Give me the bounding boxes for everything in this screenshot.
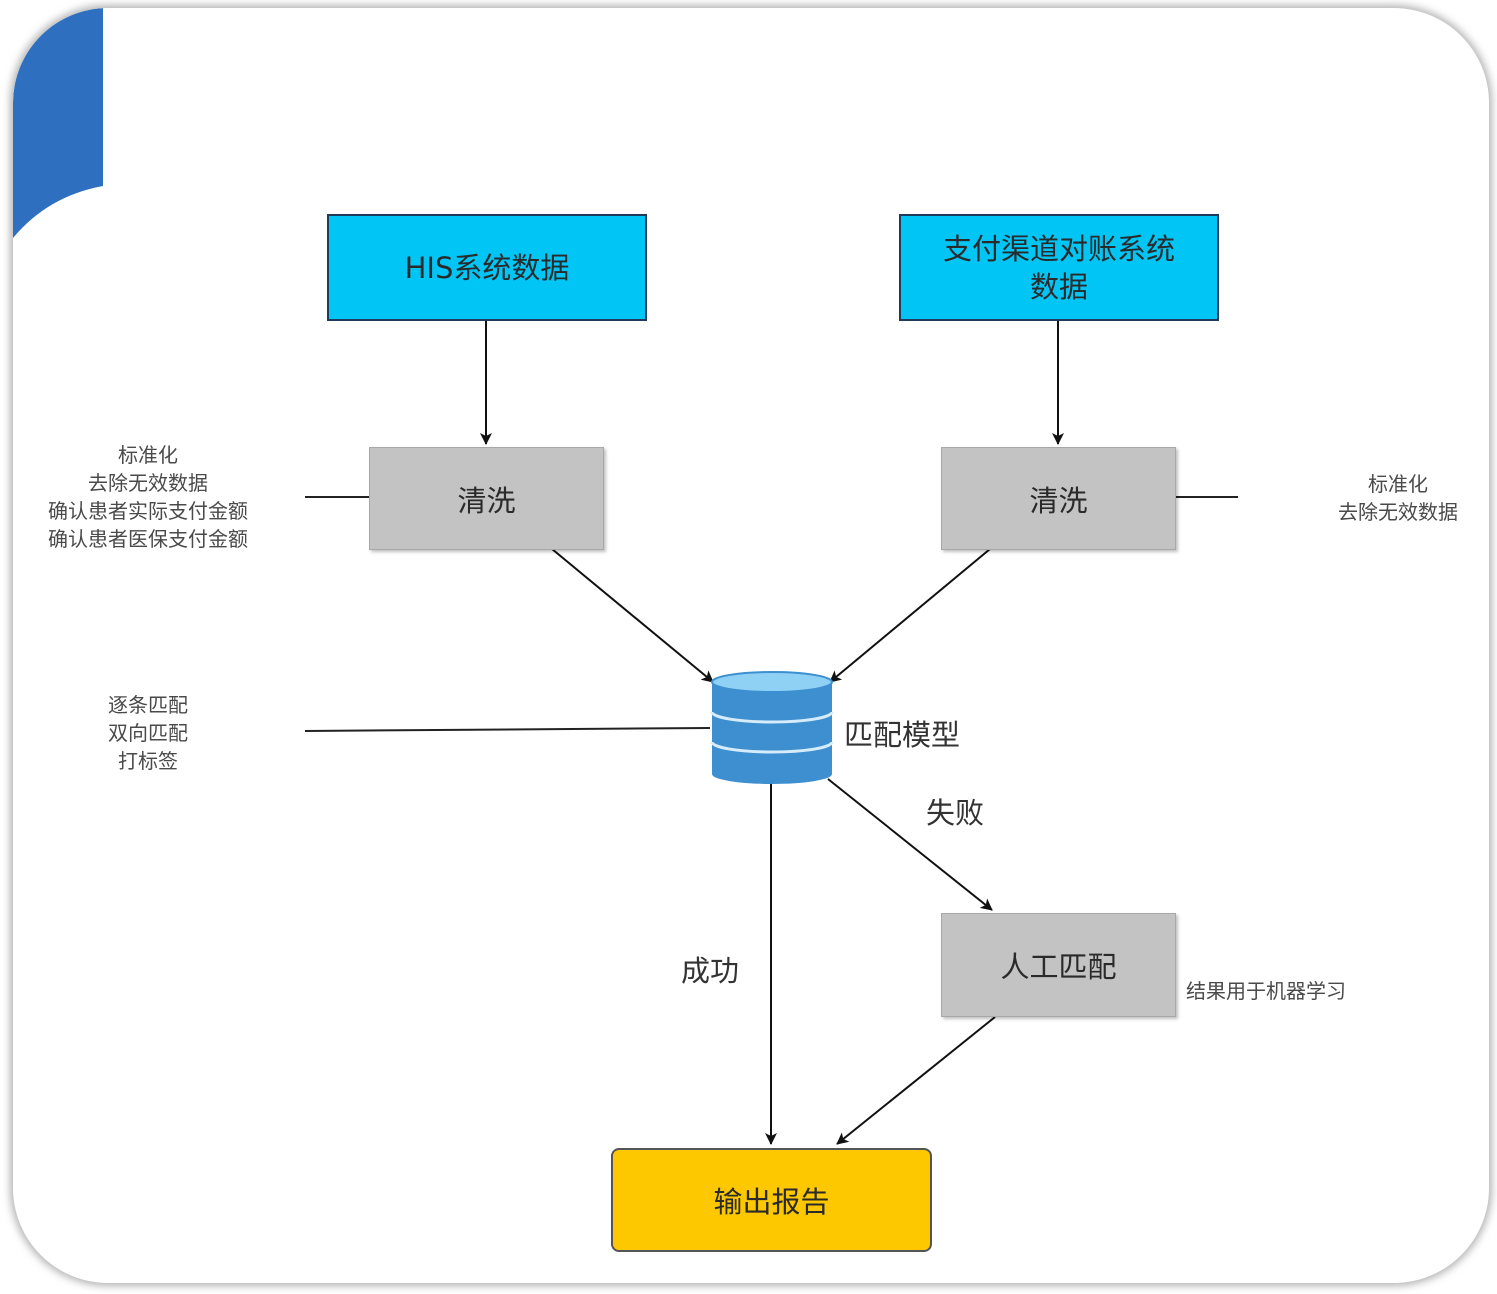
output-report-box: 输出报告 (611, 1148, 932, 1252)
clean-left-label: 清洗 (457, 483, 516, 518)
model-notes: 逐条匹配 双向匹配 打标签 (80, 691, 216, 775)
arrow-clean-right-to-model (829, 548, 991, 683)
clean-right-label: 清洗 (1029, 483, 1088, 518)
note-line-model (304, 727, 711, 732)
note-line: 去除无效数据 (88, 471, 208, 495)
manual-match-box: 人工匹配 (941, 913, 1176, 1017)
arrow-manual-to-output (836, 1016, 996, 1145)
payment-data-label-line2: 数据 (1029, 269, 1088, 304)
arrow-clean-left-to-model (551, 548, 714, 683)
his-data-box: HIS系统数据 (327, 214, 647, 321)
note-line: 打标签 (118, 749, 178, 773)
note-line: 逐条匹配 (108, 693, 188, 717)
note-line: 确认患者医保支付金额 (48, 527, 248, 551)
his-data-label: HIS系统数据 (404, 250, 570, 285)
database-icon (710, 671, 834, 784)
note-line: 确认患者实际支付金额 (48, 499, 248, 523)
clean-left-box: 清洗 (369, 447, 604, 550)
match-model-label: 匹配模型 (844, 718, 961, 752)
success-label: 成功 (681, 954, 740, 988)
payment-data-box: 支付渠道对账系统 数据 (899, 214, 1219, 321)
failure-label: 失败 (926, 796, 985, 830)
output-report-label: 输出报告 (713, 1185, 830, 1219)
manual-match-label: 人工匹配 (1000, 950, 1117, 984)
note-line: 标准化 (1368, 472, 1428, 496)
arrow-model-to-manual (827, 778, 993, 911)
note-line: 标准化 (118, 443, 178, 467)
corner-accent (13, 8, 103, 238)
manual-notes: 结果用于机器学习 (1186, 979, 1346, 1003)
note-line: 双向匹配 (108, 721, 188, 745)
payment-data-label-line1: 支付渠道对账系统 (942, 231, 1175, 266)
right-clean-notes: 标准化 去除无效数据 (1318, 470, 1478, 526)
left-clean-notes: 标准化 去除无效数据 确认患者实际支付金额 确认患者医保支付金额 (22, 441, 274, 553)
note-line: 去除无效数据 (1338, 500, 1458, 524)
diagram-frame (13, 8, 1489, 1283)
clean-right-box: 清洗 (941, 447, 1176, 550)
